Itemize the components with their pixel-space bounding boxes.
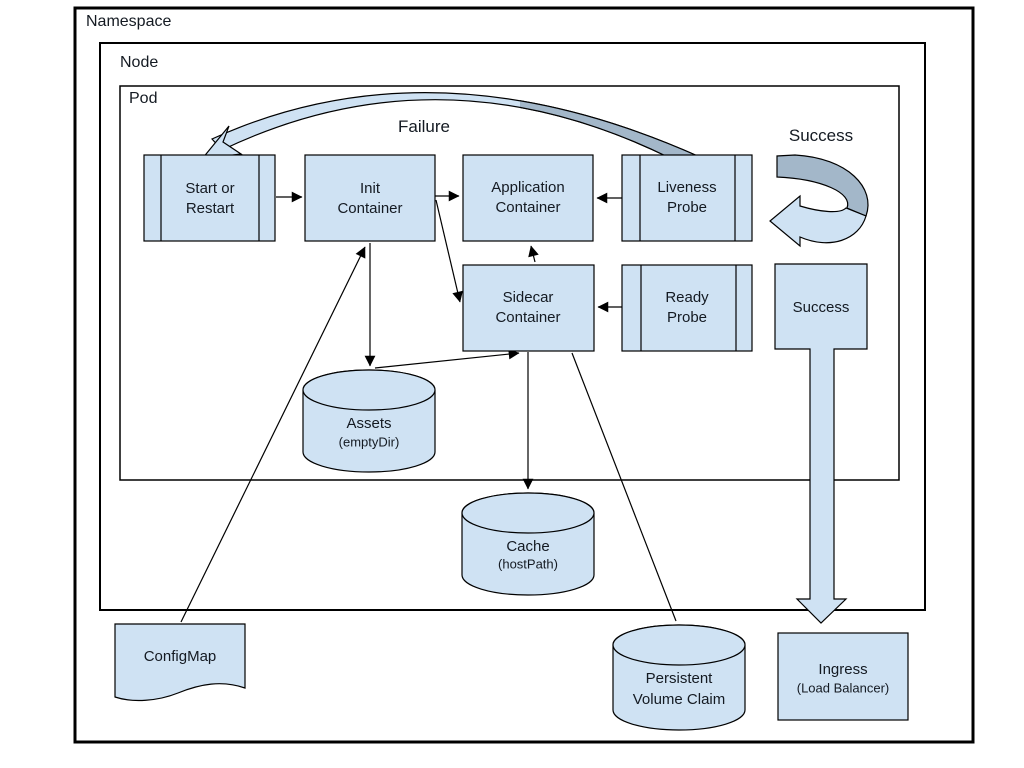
cache-type-label: (hostPath): [498, 556, 558, 572]
success-box-with-down-arrow: [774, 263, 868, 624]
success-loop-arrowhead: [769, 194, 867, 248]
configmap-label: ConfigMap: [143, 648, 217, 665]
init-container-box: [304, 154, 436, 242]
ready-probe-label: Ready Probe: [665, 289, 709, 326]
edge-init-to-sidecar: [435, 199, 463, 303]
cache-label: Cache: [506, 538, 550, 555]
application-container-box: [462, 154, 594, 242]
namespace-label: Namespace: [86, 13, 172, 30]
assets-cylinder-rim: [302, 369, 436, 411]
assets-label: Assets: [346, 415, 392, 432]
pod-label: Pod: [129, 90, 158, 107]
edge-sidecar-to-application: [528, 245, 539, 263]
ingress-box: [777, 632, 909, 721]
success-box-label: Success: [792, 299, 850, 316]
start-restart-box: [143, 154, 276, 242]
configmap-document: [114, 623, 246, 702]
failure-label: Failure: [398, 117, 450, 136]
pvc-label: Persistent Volume Claim: [632, 670, 726, 708]
pvc-cylinder-rim: [612, 624, 746, 666]
init-container-label: Init Container: [337, 180, 403, 217]
application-container-label: Application Container: [491, 179, 565, 216]
liveness-probe-label: Liveness Probe: [657, 179, 717, 216]
sidecar-container-label: Sidecar Container: [495, 289, 561, 326]
assets-type-label: (emptyDir): [338, 434, 400, 450]
sidecar-container-box: [462, 264, 595, 352]
node-label: Node: [120, 54, 159, 71]
edge-configmap-to-init: [180, 246, 366, 623]
edge-sidecar-to-pvc: [571, 352, 677, 622]
ingress-label: Ingress: [818, 661, 868, 678]
edge-assets-to-sidecar: [374, 348, 520, 369]
ready-probe-box: [621, 264, 753, 352]
success-arrow-label: Success: [788, 126, 854, 145]
start-restart-label: Start or Restart: [185, 180, 235, 217]
cache-cylinder-rim: [461, 492, 595, 534]
liveness-probe-box: [621, 154, 753, 242]
ingress-type-label: (Load Balancer): [796, 680, 890, 696]
